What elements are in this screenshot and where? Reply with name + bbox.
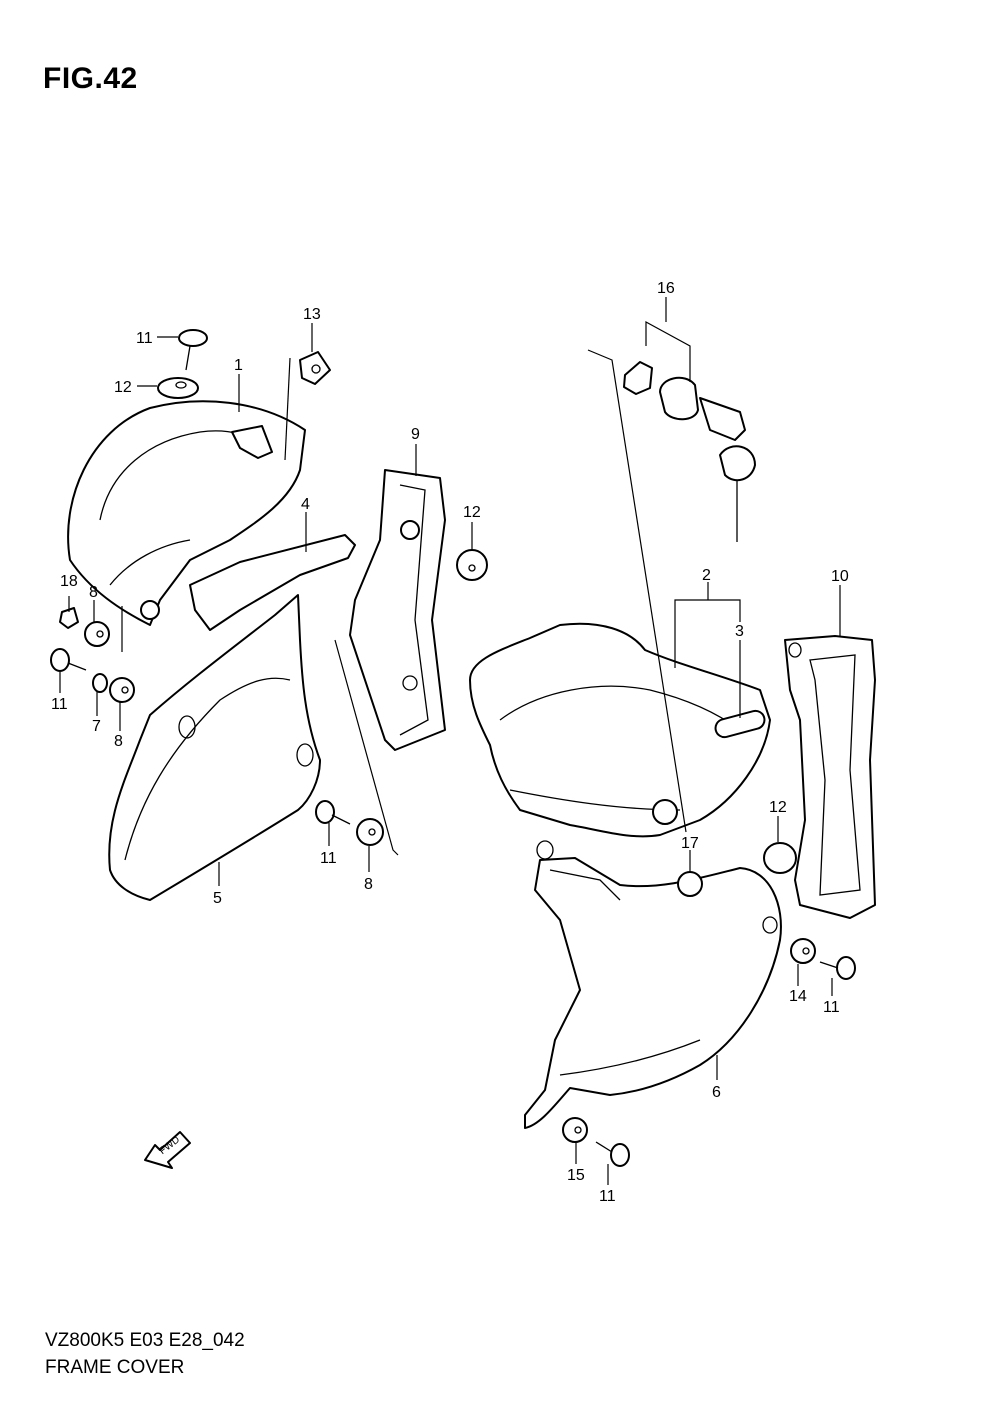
part-11-bolt-e [595,1141,630,1167]
callout-15: 15 [567,1167,585,1184]
part-5-frame-cover-lower [108,594,321,901]
callout-8a: 8 [89,584,98,601]
callout-11a: 11 [136,330,153,347]
callout-17: 17 [681,835,699,852]
part-11-bolt-b [50,648,87,672]
part-6-frame-cover-lower-right [524,840,782,1129]
part-8-cushion-a [84,621,110,647]
part-2-frame-cover-right [469,622,771,838]
callout-11c: 11 [320,850,337,867]
callout-1: 1 [234,357,243,374]
callout-9: 9 [411,426,420,443]
callout-13: 13 [303,306,321,323]
callout-10: 10 [831,568,849,585]
part-12-grommet-mid [456,549,488,581]
callout-12c: 12 [769,799,787,816]
part-12-grommet-right [763,842,797,874]
callout-11d: 11 [823,999,840,1016]
part-8-cushion-b [109,677,135,703]
callout-3: 3 [735,623,744,640]
part-7-washer [92,673,108,693]
callout-11b: 11 [51,696,68,713]
fwd-arrow-icon: FWD [144,1131,191,1169]
callout-7: 7 [92,718,101,735]
callout-14: 14 [789,988,807,1005]
callout-11e: 11 [599,1188,616,1205]
part-9-frame-cover-bracket [349,469,446,751]
callout-18: 18 [60,573,78,590]
part-18-nut [59,607,79,629]
callout-5: 5 [213,890,222,907]
callout-8c: 8 [364,876,373,893]
part-10-frame-cover-bracket [784,635,876,919]
callout-8b: 8 [114,733,123,750]
part-11-bolt-d [819,956,856,980]
part-15-cushion [562,1117,588,1143]
callout-16: 16 [657,280,675,297]
callout-labels: 11 12 13 1 4 9 12 18 8 11 7 8 5 11 8 16 … [51,280,849,1205]
part-13-grommet [299,351,331,385]
callout-6: 6 [712,1084,721,1101]
model-code: VZ800K5 E03 E28_042 [45,1330,245,1351]
part-11-bolt-c [315,800,351,825]
part-12-grommet-top [157,377,199,399]
part-4-bracket [189,534,356,631]
figure-title: FIG.42 [43,62,138,95]
callout-2: 2 [702,567,711,584]
part-14-cushion [790,938,816,964]
callout-12b: 12 [463,504,481,521]
callout-12a: 12 [114,379,132,396]
part-8-cushion-c [356,818,384,846]
figure-name: FRAME COVER [45,1357,185,1378]
part-1-frame-cover-upper [67,400,306,626]
leader-lines [59,297,841,1185]
part-16-lock-set [623,361,756,542]
callout-4: 4 [301,496,310,513]
part-11-bolt-top [178,329,208,371]
part-17-grommet [677,871,703,897]
